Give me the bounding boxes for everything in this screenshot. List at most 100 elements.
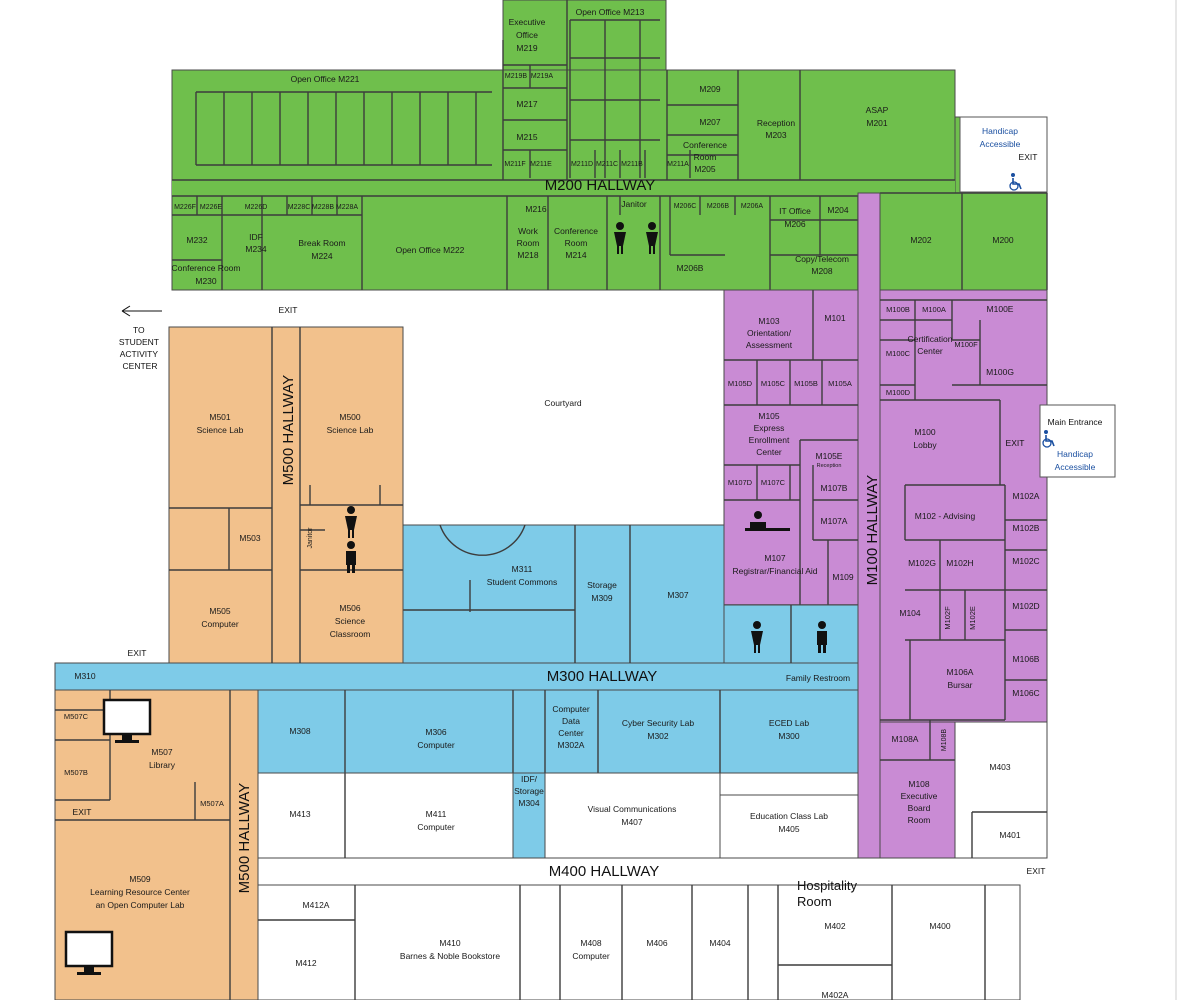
room-m406: M406 bbox=[646, 938, 668, 948]
room-m105c: M105C bbox=[761, 379, 786, 388]
room-m105a: M105A bbox=[828, 379, 852, 388]
room-m503: M503 bbox=[239, 533, 261, 543]
exit-m300-left: EXIT bbox=[128, 648, 147, 658]
hallway-m500-upper-label: M500 HALLWAY bbox=[280, 375, 297, 486]
m403-block bbox=[954, 721, 1048, 859]
room-m219b: M219B bbox=[505, 73, 528, 80]
room-m211d: M211D bbox=[571, 161, 593, 168]
room-m310: M310 bbox=[74, 671, 96, 681]
room-m228a: M228A bbox=[336, 204, 359, 211]
room-m206a: M206A bbox=[741, 203, 764, 210]
room-m104: M104 bbox=[899, 608, 921, 618]
m300-wing-north-block bbox=[402, 524, 725, 664]
exit-m400-right: EXIT bbox=[1027, 866, 1046, 876]
room-m105b: M105B bbox=[794, 379, 818, 388]
wheelchair-icon bbox=[1009, 173, 1022, 191]
room-m107d: M107D bbox=[728, 478, 753, 487]
courtyard-label: Courtyard bbox=[544, 398, 582, 408]
m100-wing-west-block bbox=[723, 289, 859, 606]
room-m400: M400 bbox=[929, 921, 951, 931]
room-janitor-m500: Janitor bbox=[307, 527, 314, 549]
restroom-women-icon bbox=[646, 222, 658, 254]
room-m100g: M100G bbox=[986, 367, 1014, 377]
room-m102f: M102F bbox=[943, 606, 952, 630]
room-m102e: M102E bbox=[968, 606, 977, 630]
restroom-men-icon bbox=[346, 541, 356, 573]
m304-block bbox=[512, 772, 546, 859]
room-m221: Open Office M221 bbox=[291, 74, 360, 84]
hallway-m100-label: M100 HALLWAY bbox=[864, 475, 881, 586]
room-m226f: M226F bbox=[174, 204, 196, 211]
svg-text:TO STUDENT ACTIVIT: TO STUDENT ACTIVITY CENTER bbox=[119, 325, 161, 371]
room-m308: M308 bbox=[289, 726, 311, 736]
room-m102-advising: M102 - Advising bbox=[915, 511, 976, 521]
room-m202: M202 bbox=[910, 235, 932, 245]
room-m211c: M211C bbox=[596, 161, 618, 168]
room-m100d: M100D bbox=[886, 388, 911, 397]
m200-wing-east-block bbox=[879, 192, 1048, 291]
m405-block bbox=[719, 794, 859, 859]
room-m200: M200 bbox=[992, 235, 1014, 245]
room-m102a: M102A bbox=[1013, 491, 1040, 501]
m407-block bbox=[544, 772, 721, 859]
room-m100f: M100F bbox=[954, 340, 978, 349]
hallway-m300-label: M300 HALLWAY bbox=[547, 668, 658, 685]
room-m228c: M228C bbox=[288, 204, 311, 211]
room-m507c: M507C bbox=[64, 712, 89, 721]
computer-icon bbox=[64, 930, 114, 975]
room-m211e: M211E bbox=[530, 161, 552, 168]
room-m401: M401 bbox=[999, 830, 1021, 840]
room-m507b: M507B bbox=[64, 768, 88, 777]
restroom-women-icon bbox=[751, 621, 763, 653]
room-m206c: M206C bbox=[674, 203, 697, 210]
computer-icon bbox=[102, 698, 152, 743]
room-m107b: M107B bbox=[821, 483, 848, 493]
room-m404: M404 bbox=[709, 938, 731, 948]
hallway-m200-label: M200 HALLWAY bbox=[545, 177, 656, 194]
room-m102c: M102C bbox=[1012, 556, 1039, 566]
room-m213: Open Office M213 bbox=[576, 7, 645, 17]
room-m102h: M102H bbox=[946, 558, 973, 568]
room-m402a: M402A bbox=[822, 990, 849, 1000]
room-m228b: M228B bbox=[312, 204, 335, 211]
room-m109: M109 bbox=[832, 572, 854, 582]
room-m204: M204 bbox=[827, 205, 849, 215]
room-m211b: M211B bbox=[621, 161, 643, 168]
m200-wing-top-block bbox=[502, 0, 667, 73]
room-m226d: M226D bbox=[245, 204, 268, 211]
room-m101: M101 bbox=[824, 313, 846, 323]
room-m217: M217 bbox=[516, 99, 538, 109]
student-activity-center-sign: TO STUDENT ACTIVITY CENTER bbox=[119, 305, 162, 371]
m400-north-west-block bbox=[257, 772, 514, 859]
